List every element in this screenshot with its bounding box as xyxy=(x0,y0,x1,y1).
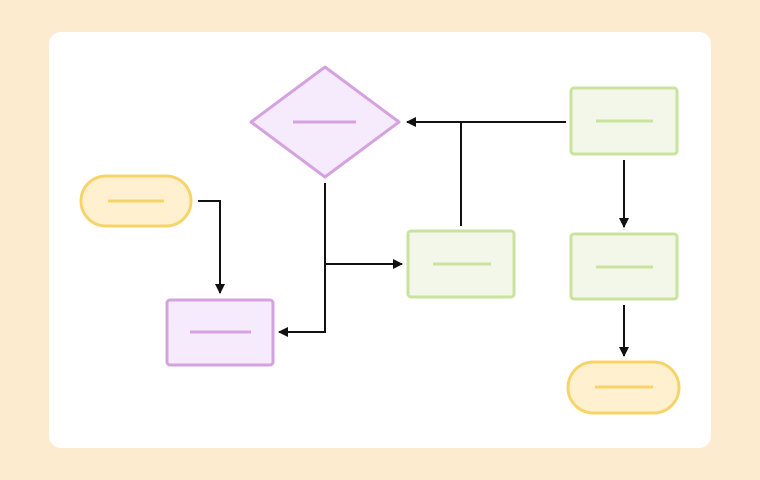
connector-start-to-process-purple xyxy=(198,200,225,294)
process-box-purple[interactable] xyxy=(165,298,275,367)
start-terminator[interactable] xyxy=(79,174,193,228)
process-box-green-bottom-right[interactable] xyxy=(569,232,679,301)
connectors xyxy=(198,117,629,357)
end-terminator[interactable] xyxy=(566,360,681,415)
process-box-green-middle[interactable] xyxy=(406,229,516,299)
decision-diamond[interactable] xyxy=(249,65,401,179)
process-box-green-top-right[interactable] xyxy=(569,86,679,156)
connector-decision-to-process-purple xyxy=(278,183,326,337)
